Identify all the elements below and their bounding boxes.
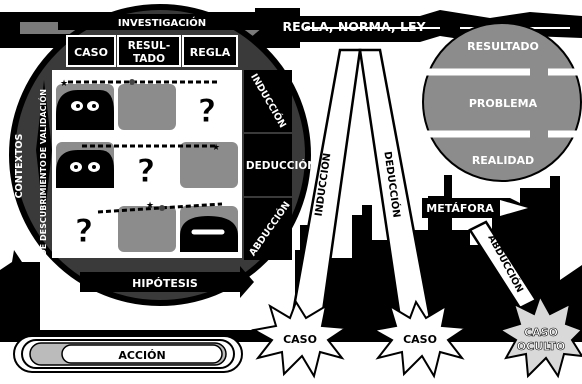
problema-label: PROBLEMA bbox=[469, 97, 538, 110]
caso-column-label: CASO bbox=[74, 46, 108, 59]
row3-question-icon: ? bbox=[75, 212, 94, 250]
dot-icon bbox=[159, 205, 165, 211]
regla-norma-ley-label: REGLA, NORMA, LEY bbox=[282, 19, 426, 34]
resultado-label: RESULTADO bbox=[467, 40, 539, 53]
caso-label-2: CASO bbox=[403, 333, 437, 346]
regla-column-label: REGLA bbox=[190, 46, 231, 59]
resultado-column-label-1: RESUL- bbox=[128, 40, 170, 52]
realidad-label: REALIDAD bbox=[472, 154, 534, 167]
row1-face-icon bbox=[56, 90, 114, 130]
star-icon: ★ bbox=[212, 143, 220, 153]
investigacion-bar bbox=[58, 14, 266, 30]
contexts-panel: CONTEXTOS DE VALIDACIÓN DE DESCUBRIMIENT… bbox=[14, 80, 52, 256]
accion-label: ACCIÓN bbox=[118, 349, 165, 362]
row2-question-icon: ? bbox=[137, 152, 156, 190]
hipotesis-label: HIPÓTESIS bbox=[132, 277, 198, 290]
caso-burst-1: CASO bbox=[251, 299, 349, 379]
caso-oculto-label-2: OCULTO bbox=[517, 340, 565, 353]
caso-column-header bbox=[66, 35, 116, 67]
row2-face-icon bbox=[56, 150, 114, 188]
star-icon: ★ bbox=[60, 79, 68, 89]
resultado-column-header bbox=[117, 35, 181, 67]
de-validacion-label: DE VALIDACIÓN bbox=[37, 89, 48, 159]
row-induccion: ★ ? bbox=[56, 79, 220, 131]
metafora-label: METÁFORA bbox=[426, 202, 494, 215]
caso-oculto-burst: CASO OCULTO bbox=[497, 293, 582, 379]
accion-pill: ACCIÓN bbox=[13, 335, 243, 373]
contextos-label: CONTEXTOS bbox=[14, 134, 25, 199]
metafora-arrow: METÁFORA bbox=[422, 198, 530, 218]
row1-resultado-cell bbox=[118, 84, 176, 130]
row-deduccion: ★ ? bbox=[56, 142, 238, 191]
caso-label-1: CASO bbox=[283, 333, 317, 346]
investigacion-label: INVESTIGACIÓN bbox=[118, 16, 206, 29]
resultado-column-label-2: TADO bbox=[133, 53, 165, 65]
regla-column-header bbox=[182, 35, 238, 67]
problem-circle: RESULTADO PROBLEMA REALIDAD bbox=[422, 22, 582, 182]
hipotesis-arrow: HIPÓTESIS bbox=[80, 266, 254, 298]
caso-burst-2: CASO bbox=[371, 299, 469, 379]
de-descubrimiento-label: DE DESCUBRIMIENTO bbox=[39, 160, 48, 256]
row3-resultado-cell bbox=[118, 206, 176, 252]
row-label-deduccion: DEDUCCIÓN bbox=[246, 159, 316, 172]
inference-row-labels: INDUCCIÓN DEDUCCIÓN ABDUCCIÓN bbox=[244, 70, 316, 260]
row2-regla-cell bbox=[180, 142, 238, 188]
caso-oculto-label-1: CASO bbox=[524, 326, 558, 339]
row-abduccion: ? ★ bbox=[74, 201, 238, 252]
star-icon: ★ bbox=[146, 201, 154, 211]
reasoning-arches: INDUCCIÓN DEDUCCIÓN bbox=[290, 48, 432, 320]
row1-question-icon: ? bbox=[198, 92, 217, 130]
dot-icon bbox=[129, 79, 135, 85]
